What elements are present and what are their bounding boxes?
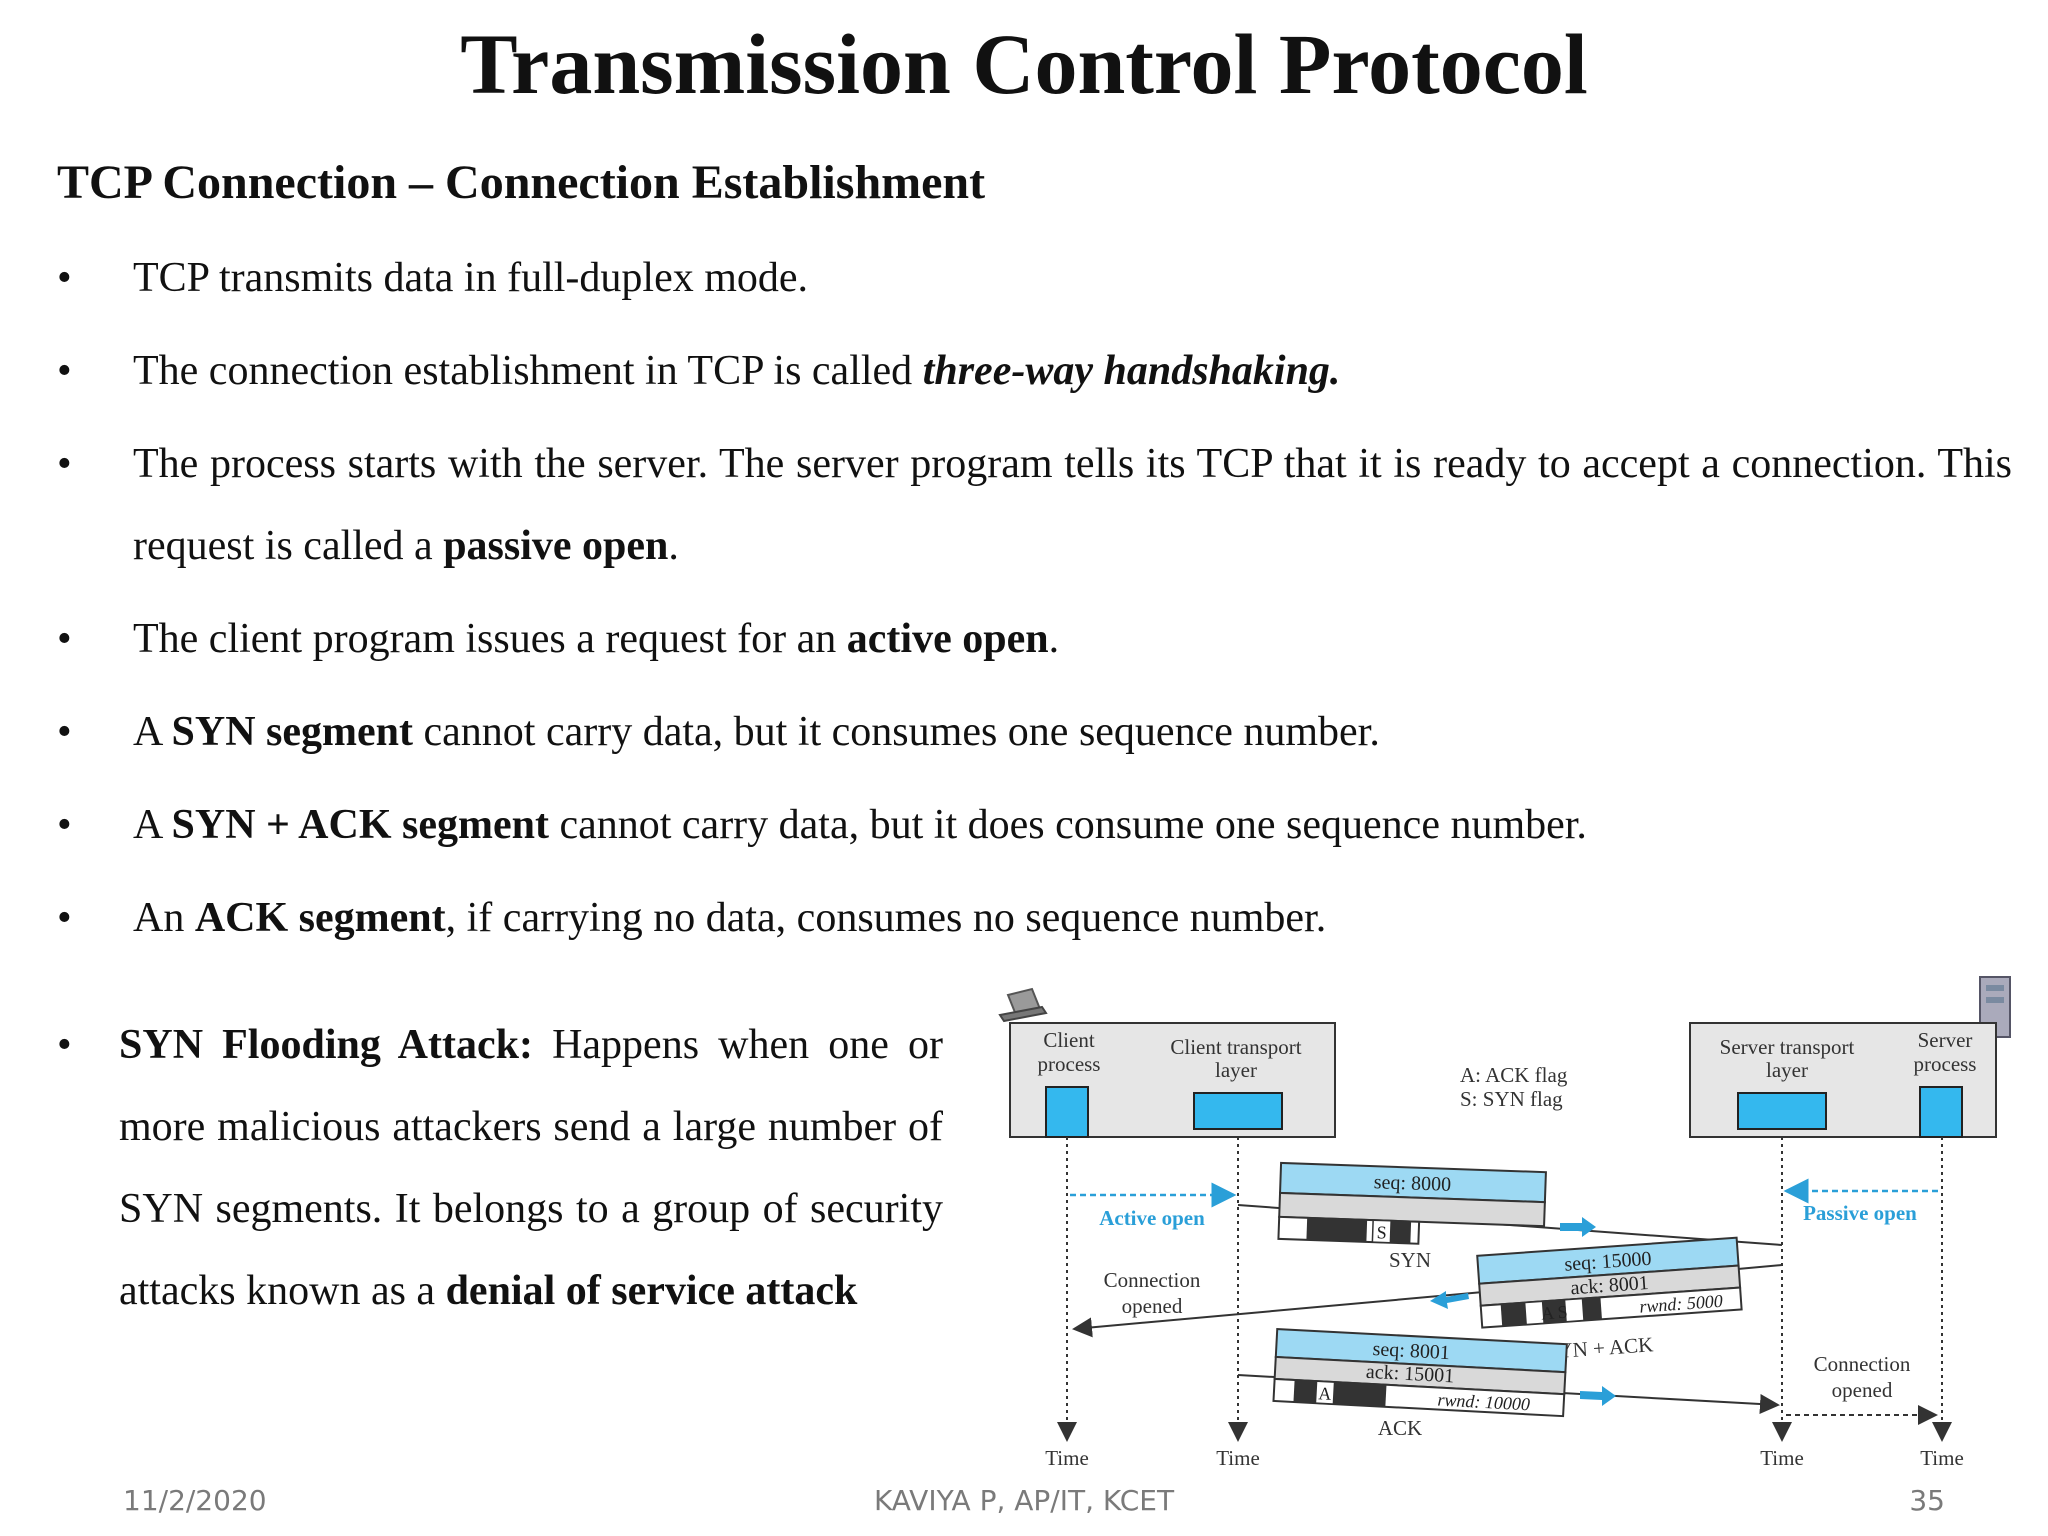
bullet-marker: • [57, 441, 72, 487]
syn-blue-arrow [1560, 1217, 1596, 1237]
bullet-item: • A SYN + ACK segment cannot carry data,… [57, 795, 2012, 855]
bullet-text: A [133, 802, 172, 848]
flag-legend: A: ACK flag [1460, 1063, 1568, 1087]
client-process-label: Client [1043, 1028, 1094, 1052]
bullet-list: • TCP transmits data in full-duplex mode… [57, 248, 2012, 981]
server-transport-block [1737, 1092, 1827, 1130]
client-transport-label: Client transport [1170, 1035, 1301, 1059]
three-way-handshake-diagram: Client process Client transport layer Se… [998, 976, 2011, 1470]
bullet-marker: • [57, 802, 72, 848]
passive-open-label: Passive open [1803, 1201, 1917, 1225]
bullet-marker: • [57, 348, 72, 394]
bullet-text: TCP transmits data in full-duplex mode. [133, 255, 809, 301]
server-process-block [1919, 1086, 1963, 1138]
bullet-item: • The client program issues a request fo… [57, 609, 2012, 669]
time-label: Time [1920, 1446, 1964, 1470]
bold-term: SYN segment [171, 709, 413, 755]
client-transport-block [1193, 1092, 1283, 1130]
syn-ack-blue-arrow [1430, 1291, 1469, 1309]
bullet-marker: • [57, 616, 72, 662]
laptop-icon [998, 987, 1048, 1023]
bullet-text: An [133, 895, 195, 941]
seq-label: seq: 8001 [1372, 1338, 1450, 1364]
client-process-label: process [1038, 1052, 1101, 1076]
emphasis-term: three-way handshaking. [922, 348, 1341, 394]
time-label: Time [1760, 1446, 1804, 1470]
bold-term: SYN Flooding Attack: [119, 1022, 533, 1068]
server-transport-label: Server transport [1720, 1035, 1855, 1059]
bold-term: ACK segment [194, 895, 446, 941]
active-open-label: Active open [1099, 1206, 1205, 1230]
syn-segment: seq: 8000 S [1277, 1161, 1547, 1245]
bullet-text: A [133, 709, 172, 755]
syn-flooding-bullet: • SYN Flooding Attack: Happens when one … [57, 1004, 943, 1332]
bullet-marker: • [57, 709, 72, 755]
footer-date: 11/2/2020 [123, 1484, 267, 1517]
bold-term: passive open [443, 523, 669, 569]
bold-term: SYN + ACK segment [171, 802, 549, 848]
bullet-text: The process starts with the server. The … [133, 441, 2012, 569]
ack-label: ack: 15001 [1365, 1361, 1454, 1388]
bullet-marker: • [57, 895, 72, 941]
ack-label: ack: 8001 [1570, 1272, 1650, 1299]
footer-author: KAVIYA P, AP/IT, KCET [873, 1484, 1175, 1517]
server-process-label: process [1914, 1052, 1977, 1076]
slide-subtitle: TCP Connection – Connection Establishmen… [57, 156, 986, 209]
bold-term: active open [846, 616, 1049, 662]
client-process-block [1045, 1086, 1089, 1138]
flag-label: A [1318, 1383, 1332, 1404]
server-process-label: Server [1918, 1028, 1973, 1052]
rwnd-label: rwnd: 10000 [1437, 1390, 1530, 1415]
flag-label: A S [1540, 1302, 1568, 1324]
bullet-text: Happens when one or more malicious attac… [119, 1022, 944, 1314]
connection-opened-label: Connection [1814, 1352, 1911, 1376]
bullet-item: • A SYN segment cannot carry data, but i… [57, 702, 2012, 762]
bullet-marker: • [57, 1022, 72, 1068]
flag-label: S [1376, 1222, 1387, 1242]
bullet-marker: • [57, 255, 72, 301]
page-number: 35 [1909, 1484, 1945, 1517]
time-label: Time [1216, 1446, 1260, 1470]
ack-blue-arrow [1580, 1386, 1616, 1406]
client-transport-label: layer [1215, 1058, 1257, 1082]
flag-legend: S: SYN flag [1460, 1087, 1563, 1111]
segment-name: ACK [1378, 1416, 1422, 1440]
bullet-item: • The connection establishment in TCP is… [57, 341, 2012, 401]
ack-segment: seq: 8001 ack: 15001 rwnd: 10000 A [1272, 1327, 1568, 1418]
bullet-item: • The process starts with the server. Th… [57, 423, 2012, 587]
bullet-item: • TCP transmits data in full-duplex mode… [57, 248, 2012, 308]
segment-name: SYN [1389, 1248, 1431, 1272]
bullet-item: • An ACK segment, if carrying no data, c… [57, 888, 2012, 948]
server-transport-label: layer [1766, 1058, 1808, 1082]
seq-label: seq: 8000 [1373, 1171, 1451, 1196]
slide-title: Transmission Control Protocol [460, 16, 1588, 112]
syn-ack-segment: seq: 15000 ack: 8001 rwnd: 5000 A S [1476, 1236, 1743, 1329]
connection-opened-label: opened [1832, 1378, 1893, 1402]
connection-opened-label: opened [1122, 1294, 1183, 1318]
connection-opened-label: Connection [1104, 1268, 1201, 1292]
bullet-text: The connection establishment in TCP is c… [133, 348, 923, 394]
bullet-text: The client program issues a request for … [133, 616, 847, 662]
bold-term: denial of service attack [445, 1268, 858, 1314]
time-label: Time [1045, 1446, 1089, 1470]
